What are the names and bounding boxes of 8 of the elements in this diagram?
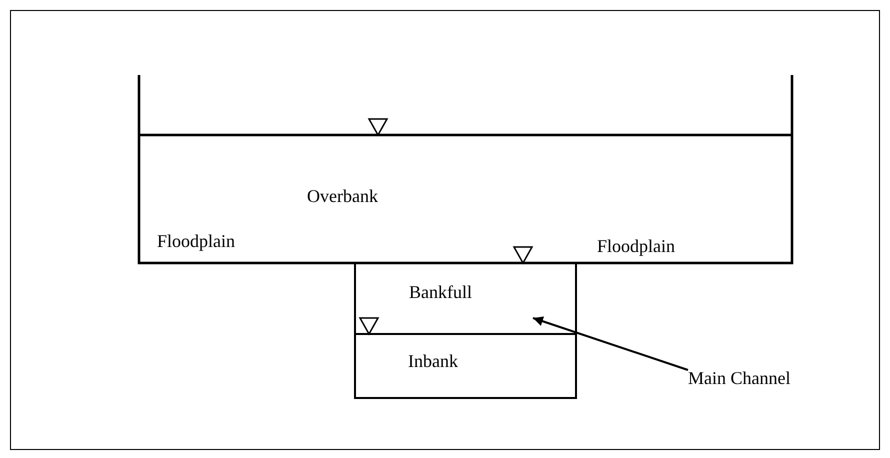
leader-arrow	[532, 316, 688, 371]
main-channel-outline	[354, 262, 577, 399]
region-label: Floodplain	[157, 232, 236, 250]
region-label: Inbank	[408, 352, 458, 370]
region-label: Bankfull	[409, 283, 472, 301]
region-label: Floodplain	[597, 237, 676, 255]
region-label: Overbank	[307, 187, 378, 205]
channel-label: Main Channel	[688, 369, 790, 387]
